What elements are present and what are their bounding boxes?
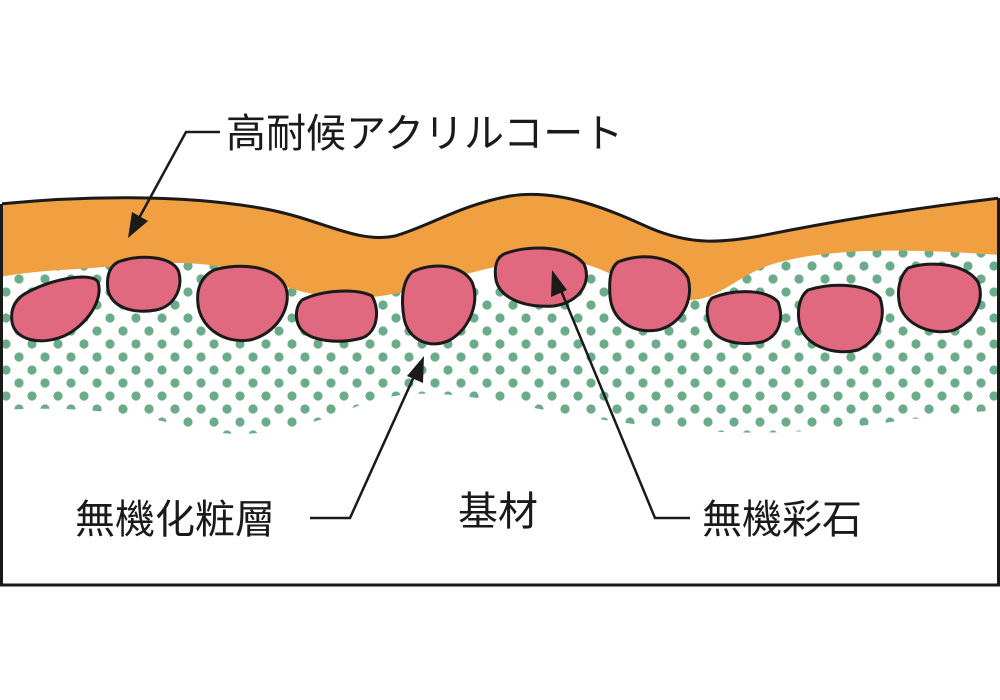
coat-top-edge	[2, 192, 998, 243]
label-inorganic-layer: 無機化粧層	[75, 497, 275, 543]
inorganic-stones	[10, 246, 982, 354]
substrate-frame	[0, 198, 1000, 587]
stone-2	[106, 255, 182, 313]
leader-coat	[128, 130, 220, 238]
label-substrate: 基材	[458, 489, 538, 535]
stone-10	[896, 262, 982, 334]
stone-8	[705, 290, 783, 345]
stone-6	[493, 246, 588, 308]
stone-3	[196, 264, 289, 343]
label-acrylic-coat: 高耐候アクリルコート	[226, 111, 623, 157]
stone-9	[796, 283, 884, 354]
leader-stone	[551, 270, 690, 520]
stone-5	[401, 264, 477, 346]
leader-layer	[310, 356, 424, 520]
label-inorganic-stone: 無機彩石	[702, 497, 862, 543]
stone-7	[608, 255, 691, 333]
stone-4	[294, 289, 379, 343]
stone-1	[10, 275, 101, 343]
